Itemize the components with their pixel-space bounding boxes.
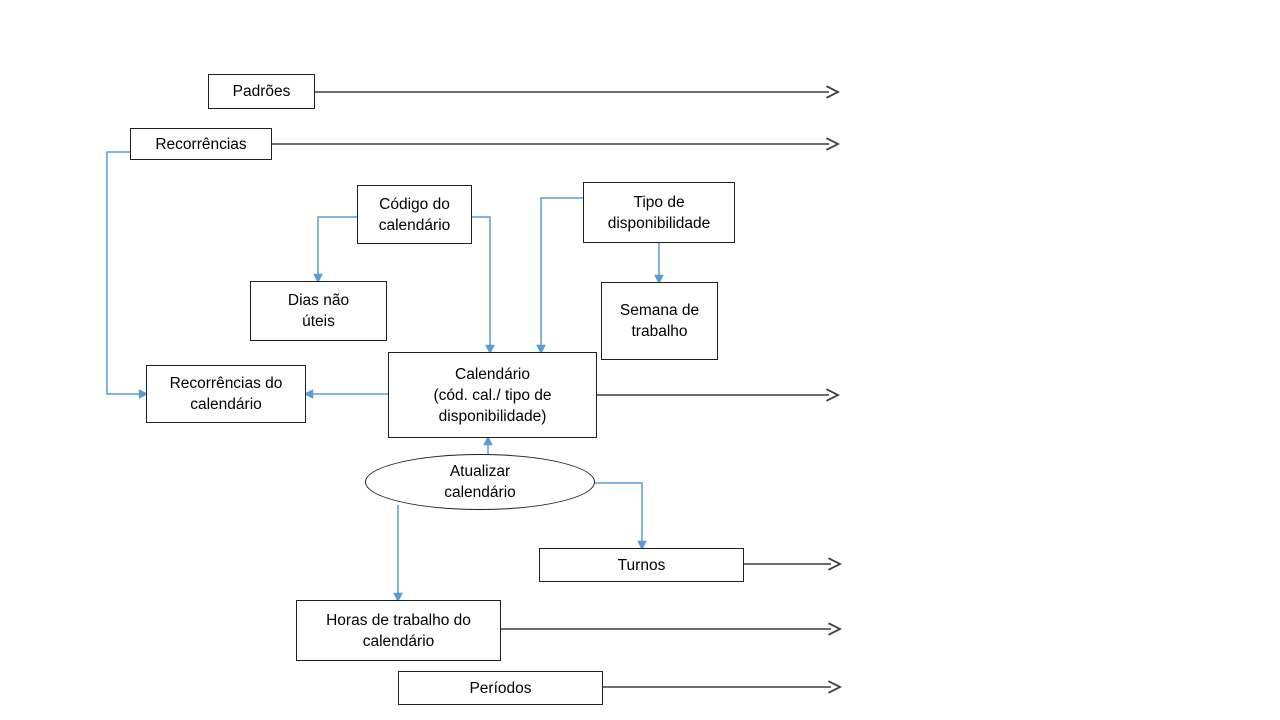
node-calendario-label-line3: disponibilidade) <box>438 407 547 425</box>
node-recorr-cal-label-line1: Recorrências do <box>169 375 283 392</box>
node-periodos: Períodos <box>398 671 603 705</box>
connector-codigo-to-calendario <box>472 216 495 355</box>
node-horas-label-line1: Horas de trabalho do <box>326 611 471 629</box>
node-recorrencias-label: Recorrências <box>155 135 247 153</box>
node-calendario-label-line2: (cód. cal./ tipo de <box>433 386 552 404</box>
node-turnos-label: Turnos <box>617 556 666 574</box>
node-tipo-label-line2: disponibilidade <box>607 214 711 232</box>
node-padroes: Padrões <box>208 74 315 109</box>
node-semana-de-trabalho: Semana de trabalho <box>601 282 718 360</box>
node-recorrencias: Recorrências <box>130 128 272 160</box>
node-turnos: Turnos <box>539 548 744 582</box>
node-semana-label-line1: Semana de <box>619 302 700 319</box>
node-atualizar-calendario: Atualizar calendário <box>365 454 595 510</box>
connector-atualizar-to-turnos <box>595 482 647 551</box>
node-codigo-do-calendario: Código do calendário <box>357 185 472 244</box>
node-calendario: Calendário (cód. cal./ tipo de disponibi… <box>388 352 597 438</box>
node-tipo-label-line1: Tipo de <box>633 193 685 211</box>
node-tipo-de-disponibilidade: Tipo de disponibilidade <box>583 182 735 243</box>
connector-tipo-to-calendario <box>536 197 583 355</box>
node-horas-de-trabalho-do-calendario: Horas de trabalho do calendário <box>296 600 501 661</box>
node-recorr-cal-label-line2: calendário <box>190 396 262 413</box>
node-semana-label-line2: trabalho <box>631 323 688 340</box>
node-horas-label-line2: calendário <box>362 632 435 650</box>
node-dias-nao-uteis: Dias não úteis <box>250 281 387 341</box>
node-dias-label-line2: úteis <box>302 313 335 330</box>
node-recorrencias-do-calendario: Recorrências do calendário <box>146 365 306 423</box>
connector-codigo-to-dias-nao-uteis <box>313 216 357 284</box>
node-atualizar-label-line2: calendário <box>444 484 516 501</box>
node-atualizar-label-line1: Atualizar <box>449 463 511 480</box>
node-codigo-label-line1: Código do <box>379 195 450 213</box>
node-calendario-label-line1: Calendário <box>455 365 530 383</box>
connector-recorrencias-to-recorrencias-do-calendario <box>106 151 149 399</box>
node-dias-label-line1: Dias não <box>287 292 350 309</box>
node-periodos-label: Períodos <box>469 679 532 697</box>
node-codigo-label-line2: calendário <box>378 216 451 234</box>
node-padroes-label: Padrões <box>232 83 291 100</box>
